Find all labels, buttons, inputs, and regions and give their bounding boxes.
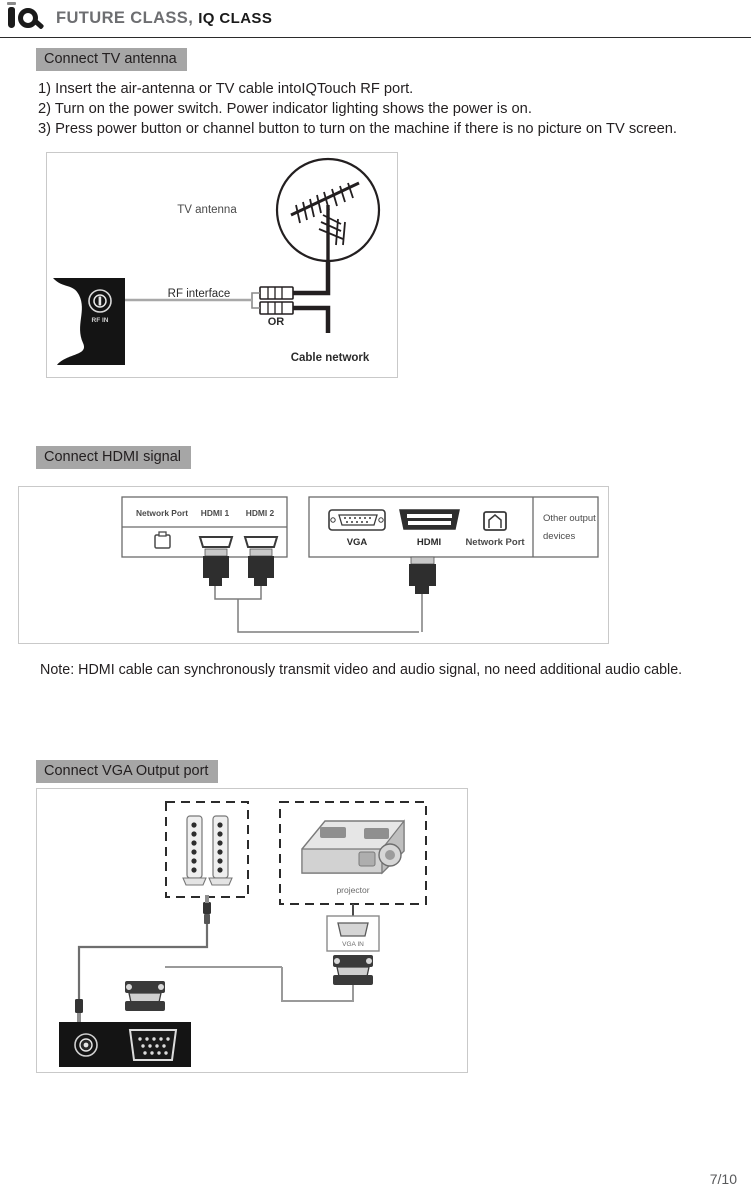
iq-magnifier-logo-icon: [4, 1, 50, 34]
figure-label-other-devices-1: Other output: [543, 513, 596, 524]
audio-out-port-icon: [74, 1033, 98, 1057]
figure-label-right-vga: VGA: [347, 537, 368, 548]
brand-primary-text: FUTURE CLASS,: [56, 9, 194, 27]
hdmi-left-wire-join: [214, 586, 262, 600]
brand-secondary-text: IQ CLASS: [198, 10, 273, 27]
section-title-tv-antenna: Connect TV antenna: [36, 48, 187, 71]
connector-bracket: [251, 292, 260, 309]
figure-label-other-devices-2: devices: [543, 531, 575, 542]
figure-tv-antenna-connection: RF IN TV antenna RF interface OR Cable n…: [46, 152, 398, 378]
cable-network-cable: [293, 305, 331, 333]
figure-label-right-hdmi: HDMI: [417, 537, 441, 548]
rf-in-port-pin: [98, 296, 102, 306]
hdmi-plug-1: [203, 548, 229, 586]
antenna-boom: [290, 181, 360, 217]
speaker-left-icon: [182, 815, 207, 886]
vga-diagram-svg: projector VGA IN: [59, 801, 427, 1067]
figure-hdmi-connection: Network Port HDMI 1 HDMI 2: [18, 486, 609, 644]
vga-out-port-icon: [128, 1029, 178, 1061]
logo-letter-i: [7, 1, 16, 28]
section-title-vga-output: Connect VGA Output port: [36, 760, 219, 783]
speakers-dashed-box: [165, 801, 249, 898]
figure-label-projector: projector: [336, 885, 369, 895]
rf-in-port-outer: [88, 289, 112, 313]
page-number: 7/10: [709, 1171, 737, 1187]
antenna-elements: [295, 182, 354, 246]
logo-magnifier-handle: [33, 18, 45, 30]
section-title-hdmi-signal: Connect HDMI signal: [36, 446, 191, 469]
tv-antenna-diagram-svg: RF IN TV antenna RF interface OR Cable n…: [53, 157, 381, 365]
audio-cable: [77, 924, 209, 1001]
figure-label-or: OR: [268, 316, 285, 328]
connector-top: [259, 286, 294, 300]
tv-antenna-step-3: 3) Press power button or channel button …: [38, 121, 677, 137]
hdmi-main-cable: [237, 599, 419, 633]
figure-label-rf-interface: RF interface: [168, 288, 231, 300]
vga-plug-right: [333, 955, 373, 985]
vga-in-port-icon: [337, 922, 369, 937]
figure-label-rf-in: RF IN: [92, 317, 109, 324]
figure-label-vga-in: VGA IN: [342, 941, 364, 948]
vga-port-icon: [328, 509, 386, 531]
figure-label-left-network-port: Network Port: [136, 508, 188, 518]
audio-jack-bottom: [75, 999, 83, 1022]
hdmi-plug-2: [248, 548, 274, 586]
projector-icon: [301, 819, 405, 875]
device-body: [53, 278, 125, 365]
figure-label-hdmi2: HDMI 2: [246, 508, 275, 518]
tv-antenna-step-1: 1) Insert the air-antenna or TV cable in…: [38, 81, 414, 97]
audio-jack-top: [203, 895, 211, 924]
figure-vga-connection: projector VGA IN: [36, 788, 468, 1073]
figure-label-cable-network: Cable network: [291, 352, 370, 364]
hdmi-port-right-icon: [399, 509, 460, 530]
hdmi-port-1-icon: [198, 536, 234, 548]
antenna-cable: [293, 261, 331, 296]
rj45-port-icon-left: [154, 531, 171, 549]
logo-magnifier-ring: [18, 7, 38, 28]
connector-bottom: [259, 301, 294, 315]
rj45-port-icon-right: [483, 511, 507, 531]
hdmi-diagram-svg: Network Port HDMI 1 HDMI 2: [121, 496, 599, 633]
page-header: FUTURE CLASS, IQ CLASS: [0, 0, 751, 38]
figure-label-right-network-port: Network Port: [465, 537, 525, 548]
hdmi-plug-right: [409, 556, 436, 594]
figure-label-hdmi1: HDMI 1: [201, 508, 230, 518]
hdmi-port-2-icon: [243, 536, 279, 548]
hdmi-note-text: Note: HDMI cable can synchronously trans…: [40, 662, 683, 678]
tv-antenna-step-2: 2) Turn on the power switch. Power indic…: [38, 101, 532, 117]
vga-cable-right: [281, 967, 354, 1002]
speaker-right-icon: [208, 815, 233, 886]
vga-plug-left: [125, 981, 165, 1011]
figure-label-tv-antenna: TV antenna: [177, 204, 237, 216]
